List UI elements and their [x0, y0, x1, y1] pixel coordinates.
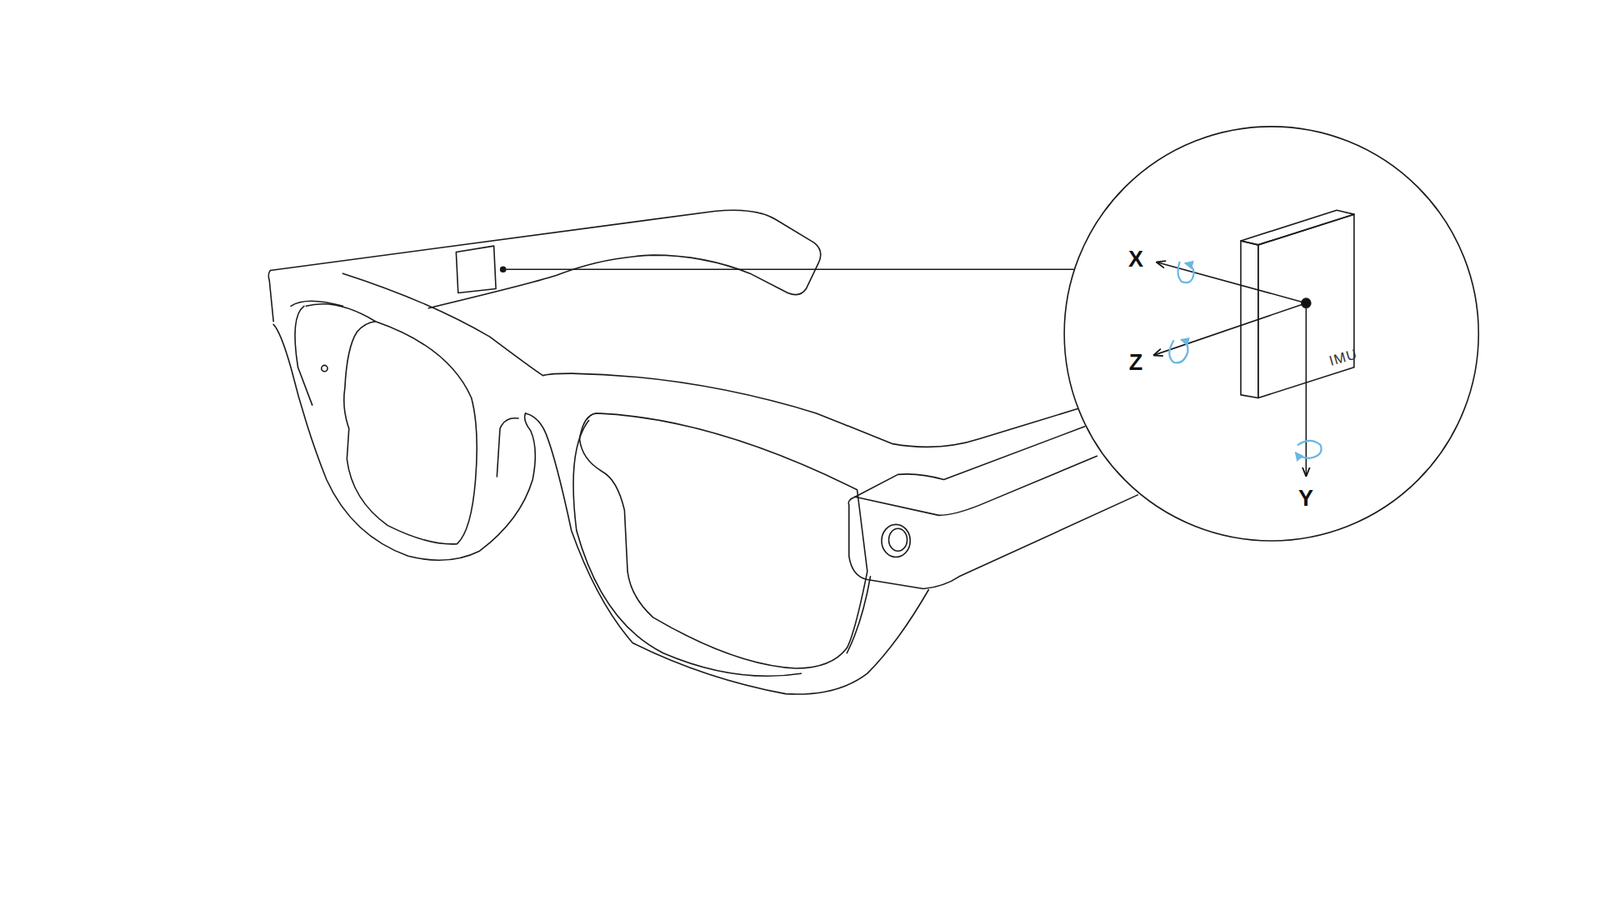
brow-line — [342, 273, 1080, 447]
imu-board — [1240, 210, 1355, 245]
lens-rim — [573, 420, 801, 676]
hinge-block — [855, 426, 1085, 497]
frame-edge — [846, 576, 870, 654]
axis-label: Z — [1129, 351, 1144, 375]
axis-arrow — [1154, 303, 1306, 355]
rotation-arrow — [1178, 262, 1195, 283]
lens — [580, 413, 868, 669]
callout-circle — [1064, 126, 1479, 541]
imu-chip — [455, 245, 496, 293]
camera-lens — [889, 528, 908, 551]
nose-pad — [496, 418, 519, 477]
temple-arm — [270, 210, 820, 309]
origin-dot — [1301, 298, 1311, 308]
rotation-arrow — [1169, 340, 1188, 364]
lens-rim — [290, 300, 343, 306]
frame-outline — [525, 413, 930, 695]
sensor-hole — [321, 365, 328, 371]
axis-label: Y — [1298, 487, 1314, 510]
part-name: IMU — [1327, 346, 1360, 369]
imu-board — [1240, 240, 1259, 399]
camera-lens — [881, 524, 910, 557]
axis-arrow — [1305, 303, 1308, 476]
rotation-arrow — [1295, 440, 1321, 459]
frame-corner — [268, 270, 274, 321]
frame-outline — [273, 324, 535, 560]
axis-label: X — [1128, 248, 1144, 271]
hinge-block — [848, 495, 1138, 590]
hinge-block — [855, 455, 1097, 515]
axis-arrow — [1157, 262, 1307, 304]
lens — [305, 304, 477, 545]
leader-line — [503, 268, 1074, 270]
lens-rim — [295, 305, 313, 405]
